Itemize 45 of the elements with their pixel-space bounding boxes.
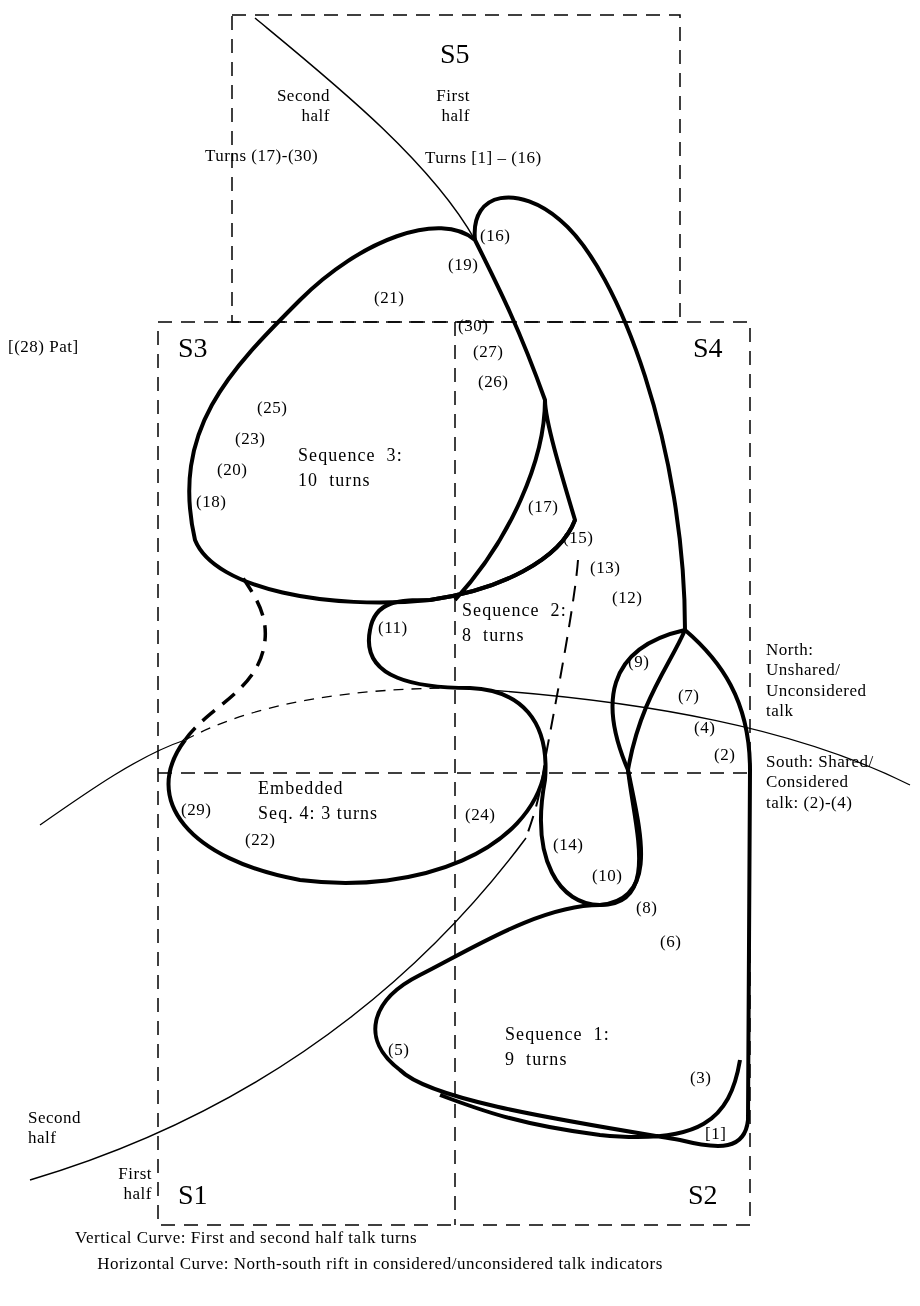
turn-number: (19) bbox=[448, 255, 479, 276]
turn-number: (11) bbox=[378, 618, 408, 639]
turn-number: (22) bbox=[245, 830, 276, 851]
turn-number: (16) bbox=[480, 226, 511, 247]
turn-number: (17) bbox=[528, 497, 559, 518]
turn-number: (8) bbox=[636, 898, 658, 919]
turn-number: (25) bbox=[257, 398, 288, 419]
annotation-text: Second half bbox=[275, 86, 330, 127]
turn-number: (14) bbox=[553, 835, 584, 856]
turn-number: (4) bbox=[694, 718, 716, 739]
sequence-label: Embedded Seq. 4: 3 turns bbox=[258, 777, 380, 826]
region-label: S1 bbox=[178, 1181, 208, 1209]
annotation-text: Turns [1] – (16) bbox=[425, 148, 542, 169]
turn-number: (18) bbox=[196, 492, 227, 513]
turn-number: (2) bbox=[714, 745, 736, 766]
turn-number: (26) bbox=[478, 372, 509, 393]
region-label: S3 bbox=[178, 334, 208, 362]
turn-number: (3) bbox=[690, 1068, 712, 1089]
sequence-label: Sequence 2: 8 turns bbox=[462, 599, 568, 648]
region-label: S5 bbox=[440, 40, 470, 68]
turn-number: (10) bbox=[592, 866, 623, 887]
region-label: S2 bbox=[688, 1181, 718, 1209]
turn-number: (20) bbox=[217, 460, 248, 481]
annotation-text: First half bbox=[435, 86, 470, 127]
annotation-text: First half bbox=[117, 1164, 152, 1205]
turn-number: (23) bbox=[235, 429, 266, 450]
turn-number: (27) bbox=[473, 342, 504, 363]
region-label: S4 bbox=[693, 334, 723, 362]
annotation-text: [(28) Pat] bbox=[8, 337, 79, 358]
caption-line: Horizontal Curve: North-south rift in considered/unconsidered talk indicators bbox=[96, 1254, 664, 1275]
turn-number: (12) bbox=[612, 588, 643, 609]
turn-number: (6) bbox=[660, 932, 682, 953]
annotation-text: Turns (17)-(30) bbox=[205, 146, 319, 167]
sequence-label: Sequence 1: 9 turns bbox=[505, 1023, 611, 1072]
sequence-label: Sequence 3: 10 turns bbox=[298, 444, 404, 493]
turn-number: [1] bbox=[705, 1124, 727, 1145]
turn-number: (29) bbox=[181, 800, 212, 821]
turn-number: (24) bbox=[465, 805, 496, 826]
turn-number: (5) bbox=[388, 1040, 410, 1061]
annotation-text: North: Unshared/ Unconsidered talk bbox=[766, 640, 868, 722]
turn-number: (7) bbox=[678, 686, 700, 707]
annotation-text: Second half bbox=[28, 1108, 83, 1149]
turn-number: (21) bbox=[374, 288, 405, 309]
caption-line: Vertical Curve: First and second half talk turns bbox=[75, 1228, 419, 1249]
turn-number: (13) bbox=[590, 558, 621, 579]
